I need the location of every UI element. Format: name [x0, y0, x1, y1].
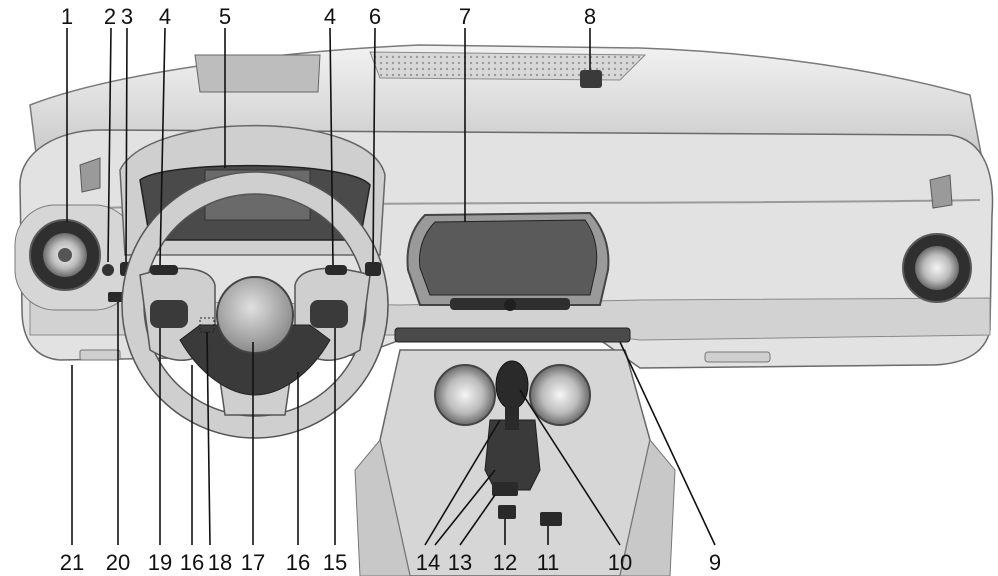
left-side-slot — [79, 157, 101, 193]
defrost-grille — [369, 51, 647, 81]
shift-stem — [505, 405, 519, 430]
leader-lines — [66, 27, 716, 546]
callout-19: 19 — [148, 550, 172, 575]
callout-6: 6 — [369, 4, 381, 29]
leader-4a — [159, 27, 166, 266]
leader-10 — [519, 389, 621, 546]
leader-6 — [372, 27, 376, 263]
callout-14: 14 — [416, 550, 440, 575]
sensor-housing — [580, 70, 602, 88]
leader-9 — [619, 341, 716, 546]
shift-knob — [495, 360, 529, 410]
steering-wheel-hub — [216, 276, 294, 354]
callout-12: 12 — [493, 550, 517, 575]
shift-lever-boot — [484, 419, 541, 491]
callout-4a: 4 — [159, 4, 171, 29]
cluster-top-pod — [194, 54, 321, 93]
right-side-slot — [929, 174, 953, 209]
climate-control-strip-9 — [394, 327, 631, 343]
leader-13 — [459, 494, 496, 546]
steering-wheel-lower-cover — [179, 324, 331, 396]
hood-release-21 — [79, 349, 121, 361]
callout-20: 20 — [106, 550, 130, 575]
callout-17: 17 — [241, 550, 265, 575]
glovebox-handle — [704, 351, 771, 363]
leader-14b — [434, 469, 496, 546]
callout-5: 5 — [219, 4, 231, 29]
button-2 — [102, 264, 114, 276]
callout-18: 18 — [208, 550, 232, 575]
callout-15: 15 — [323, 550, 347, 575]
leader-3 — [125, 27, 128, 263]
right-spoke-controls-15 — [310, 300, 348, 328]
callout-7: 7 — [459, 4, 471, 29]
callout-16b: 16 — [286, 550, 310, 575]
callout-2: 2 — [104, 4, 116, 29]
console-side-right — [619, 438, 676, 576]
leader-18 — [206, 331, 211, 546]
callout-13: 13 — [448, 550, 472, 575]
console-side-left — [354, 438, 411, 576]
infotainment-screen — [419, 219, 598, 296]
center-left-vent — [434, 364, 496, 426]
callout-3: 3 — [121, 4, 133, 29]
callouts-top: 1 2 3 4 5 4 6 7 8 — [61, 4, 596, 29]
callout-21: 21 — [60, 550, 84, 575]
callout-16a: 16 — [180, 550, 204, 575]
callout-10: 10 — [608, 550, 632, 575]
callout-8: 8 — [584, 4, 596, 29]
ignition-button-18 — [199, 317, 215, 333]
steering-wheel-rim-outline — [121, 171, 389, 439]
leader-14a — [424, 419, 501, 546]
callout-1: 1 — [61, 4, 73, 29]
left-air-vent-hub — [58, 248, 72, 262]
console-switch-11 — [540, 512, 562, 526]
volume-knob — [504, 299, 516, 311]
leader-4b — [329, 27, 334, 266]
left-stalk-4 — [150, 265, 178, 275]
left-spoke-controls-19 — [150, 300, 188, 328]
right-air-vent-louver — [915, 246, 959, 290]
console-switch-13 — [492, 482, 518, 496]
callout-11: 11 — [537, 550, 560, 575]
callout-9: 9 — [709, 550, 721, 575]
leader-2 — [107, 27, 112, 263]
right-stalk-4 — [325, 265, 347, 275]
control-6 — [365, 262, 381, 276]
callout-4b: 4 — [324, 4, 336, 29]
console-switch-12 — [498, 505, 516, 519]
steering-wheel-rim — [122, 172, 388, 438]
callouts-bottom: 21 20 19 16 18 17 16 15 14 13 12 11 10 9 — [60, 550, 721, 575]
center-right-vent — [529, 364, 591, 426]
